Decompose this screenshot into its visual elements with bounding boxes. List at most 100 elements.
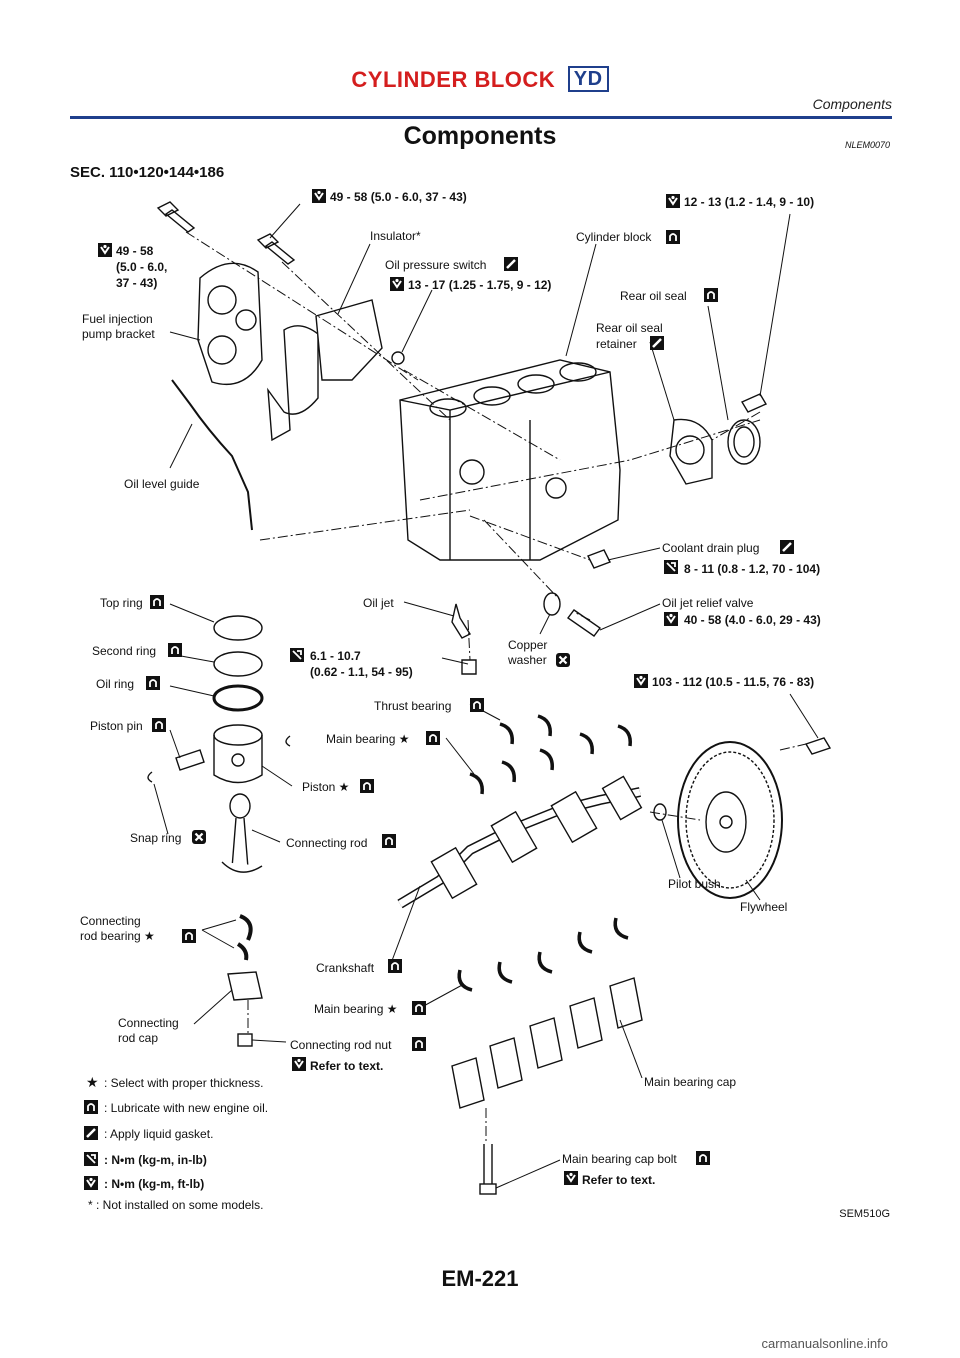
label-second-ring: Second ring [92,644,157,658]
leader-lines [153,203,819,1189]
label-relief-valve: Oil jet relief valve [662,596,754,610]
legend-lubricate: : Lubricate with new engine oil. [104,1101,269,1115]
label-rear-retainer-1: Rear oil seal [596,321,663,335]
legend-nm-inlb: : N•m (kg-m, in-lb) [104,1153,207,1167]
label-insulator: Insulator* [370,229,421,243]
label-ops-torque: 13 - 17 (1.25 - 1.75, 9 - 12) [408,278,552,292]
label-conrod-nut: Connecting rod nut [290,1038,392,1052]
label-rear-oil-seal: Rear oil seal [620,289,687,303]
section-numbers: SEC. 110•120•144•186 [70,164,225,181]
oil-ring-part [212,684,264,712]
label-connecting-rod: Connecting rod [286,836,368,850]
page-number: EM-221 [441,1266,519,1291]
section-title: Components [403,122,557,150]
legend-liquid-gasket: : Apply liquid gasket. [104,1127,214,1141]
svg-text:★: ★ [86,1075,99,1091]
label-top-ring: Top ring [100,596,143,610]
figure-id: SEM510G [839,1208,890,1220]
label-flywheel-torque: 103 - 112 (10.5 - 11.5, 76 - 83) [652,675,815,689]
engine-code-badge: YD [567,66,609,92]
page-header-title: CYLINDER BLOCK YD [0,66,960,93]
header-rule [70,116,892,119]
label-rear-retainer-2: retainer [596,337,637,351]
upper-main-bearings [469,714,632,795]
legend-not-installed: * : Not installed on some models. [88,1198,264,1212]
main-bearing-caps [451,977,643,1109]
header-subtitle: Components [812,96,892,112]
crankshaft-part [397,775,643,909]
connecting-rod-part [221,793,263,873]
label-piston-pin: Piston pin [90,719,143,733]
conrod-bearing-part [236,914,253,961]
label-main-bearing-upper: Main bearing ★ [326,732,410,746]
label-conrod-cap-1: Connecting [118,1016,179,1030]
second-ring-part [213,651,263,677]
pilot-bush-part [653,803,667,821]
label-bracket-torque-1: 49 - 58 [116,244,154,258]
injection-pump-bracket-part [315,299,405,381]
label-fuel-bracket-1: Fuel injection [82,312,153,326]
legend-select: : Select with proper thickness. [104,1076,264,1090]
watermark: carmanualsonline.info [761,1336,888,1351]
main-cap-bolt-part [479,1144,497,1195]
lower-main-bearings [457,917,629,992]
label-main-bearing-cap: Main bearing cap [644,1075,737,1089]
oil-jet-part [451,603,472,639]
bracket-bolt [156,201,196,233]
label-oil-pressure-switch: Oil pressure switch [385,258,487,272]
label-oil-jet: Oil jet [363,596,394,610]
label-coolant-drain-plug: Coolant drain plug [662,541,760,555]
label-piston: Piston ★ [302,780,350,794]
rear-oil-seal-retainer-part [669,418,713,485]
label-cylinder-block: Cylinder block [576,230,652,244]
bracket-bolt-2 [256,233,296,265]
oil-jet-bolt [461,659,477,675]
snap-ring-part [147,735,291,783]
label-coolant-torque: 8 - 11 (0.8 - 1.2, 70 - 104) [684,562,821,576]
label-conrod-bearing-1: Connecting [80,914,141,928]
rear-oil-seal-part [727,419,761,465]
legend-nm-ftlb: : N•m (kg-m, ft-lb) [104,1177,205,1191]
label-conrod-cap-2: rod cap [118,1031,159,1045]
flywheel-bolt [804,737,832,755]
label-main-bearing-lower: Main bearing ★ [314,1002,398,1016]
insulator [267,325,319,442]
label-bracket-torque-2: (5.0 - 6.0, [116,260,168,274]
label-bracket-torque-3: 37 - 43) [116,276,158,290]
label-bolt-top-torque: 49 - 58 (5.0 - 6.0, 37 - 43) [330,190,467,204]
header-title-text: CYLINDER BLOCK [351,67,556,92]
label-main-cap-bolt: Main bearing cap bolt [562,1152,677,1166]
label-crankshaft: Crankshaft [316,961,375,975]
label-copper-washer-1: Copper [508,638,548,652]
top-ring-part [213,615,263,641]
coolant-drain-plug-part [587,549,611,569]
label-pilot-bush: Pilot bush [668,877,721,891]
label-rear-bolt-torque: 12 - 13 (1.2 - 1.4, 9 - 10) [684,195,815,209]
diagram-parts [147,201,832,1195]
piston-part [213,724,263,784]
relief-valve-part [567,609,601,637]
piston-pin-part [175,749,205,771]
label-snap-ring: Snap ring [130,831,182,845]
label-flywheel: Flywheel [740,900,788,914]
label-refer-text-2: Refer to text. [582,1173,656,1187]
label-refer-text-1: Refer to text. [310,1059,384,1073]
fuel-pump-bracket [197,262,263,386]
label-copper-washer-2: washer [508,653,547,667]
conrod-nut-part [237,1033,253,1047]
rear-retainer-bolt [740,393,768,413]
label-oil-level-guide: Oil level guide [124,477,200,491]
conrod-cap-part [227,971,263,1001]
flywheel-part [677,741,783,899]
section-reference: NLEM0070 [844,140,890,150]
label-oil-jet-torque-2: (0.62 - 1.1, 54 - 95) [310,665,413,679]
label-oil-jet-torque-1: 6.1 - 10.7 [310,649,361,663]
label-oil-ring: Oil ring [96,677,135,691]
legend-icons: ★ [84,1075,99,1190]
copper-washer-part [543,592,561,616]
label-fuel-bracket-2: pump bracket [82,327,155,341]
cylinder-block-part [399,359,621,561]
oil-level-guide-part [171,379,253,531]
label-thrust-bearing: Thrust bearing [374,699,452,713]
